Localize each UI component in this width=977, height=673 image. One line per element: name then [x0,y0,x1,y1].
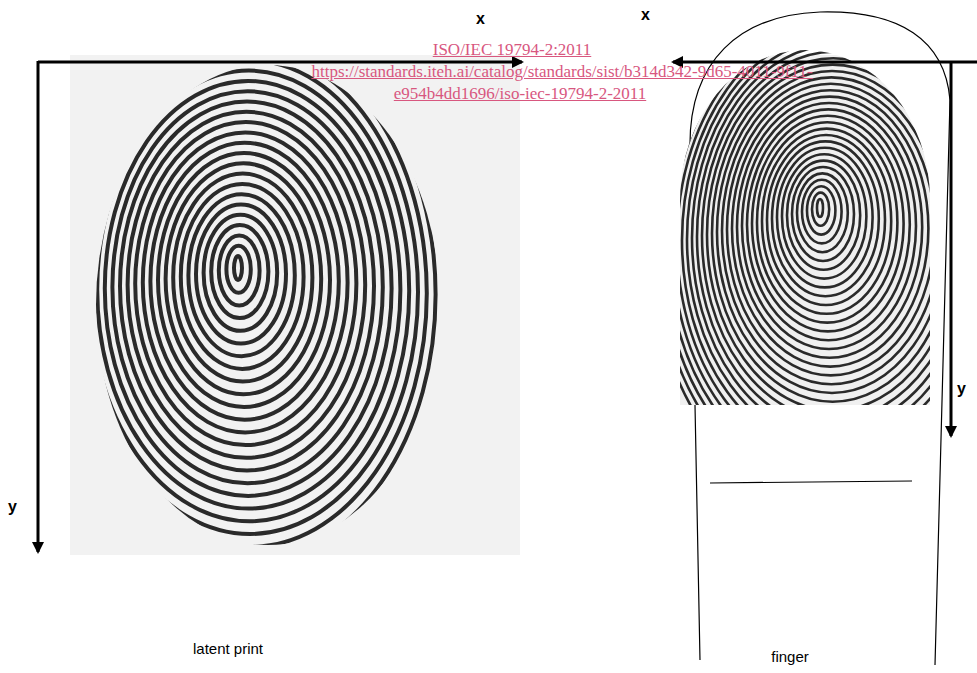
ridge-line [105,81,392,496]
ridge-line [732,90,928,366]
ridge-line [120,102,374,471]
ridge-line [707,58,959,410]
ridge-line [188,194,294,356]
ridge-line [677,20,977,464]
ridge-line [128,112,366,458]
ridge-line [807,186,835,234]
ridge-line [682,26,977,454]
ridge-line [812,193,829,226]
ridge-line [226,246,250,293]
axis-label: x [641,6,650,24]
ridge-line [692,39,977,437]
ridge-line [143,132,348,432]
ridge-line [772,141,879,296]
ridge-line [687,33,977,446]
ridge-line [158,153,330,407]
ridge-line [219,235,260,305]
ridge-line [112,91,382,483]
ridge-line [777,148,873,288]
ridge-line [204,215,278,331]
finger-crease [710,481,912,483]
ridge-line [697,45,972,428]
ridge-line [166,163,322,394]
axis-label: y [8,498,17,516]
ridge-line [802,180,842,244]
ridge-line [722,77,941,384]
ridge-line [196,205,286,344]
ridge-line [74,40,426,547]
ridge-line [97,71,400,509]
figure-caption: finger [771,648,809,665]
ridge-line [173,174,312,382]
ridge-line [135,122,356,445]
ridge-line [181,184,304,369]
axis-label: y [957,380,966,398]
ridge-line [211,225,268,318]
ridge-line [787,161,860,270]
ridge-line [52,9,454,585]
ridge-line [817,199,823,217]
ridge-line [717,71,947,393]
ridge-line [752,116,904,332]
ridge-line [797,173,848,252]
ridge-line [757,122,897,322]
print-ground [70,55,520,555]
ridge-line [67,29,436,559]
ridge-line [767,135,885,305]
y-axis [37,61,40,552]
ridge-line [727,84,935,376]
ridge-line [90,60,410,521]
axis-label: x [476,10,485,28]
ridge-line [672,13,977,472]
ridge-line [712,65,953,402]
ridge-line [150,143,338,420]
ridge-line [747,109,910,340]
ridge-line [82,50,418,534]
ridge-line [782,154,866,278]
ridge-line [792,167,854,261]
ridge-line [59,19,444,572]
figure-caption: latent print [193,640,263,657]
ridge-line [762,129,891,314]
ridge-line [234,256,242,280]
ridge-line [737,97,922,358]
watermark: ISO/IEC 19794-2:2011 [433,40,592,60]
watermark: e954b4dd1696/iso-iec-19794-2-2011 [394,84,646,104]
ridge-line [742,103,916,349]
y-axis [950,61,953,436]
watermark: https://standards.iteh.ai/catalog/standa… [311,62,812,82]
ridge-line [702,52,966,420]
